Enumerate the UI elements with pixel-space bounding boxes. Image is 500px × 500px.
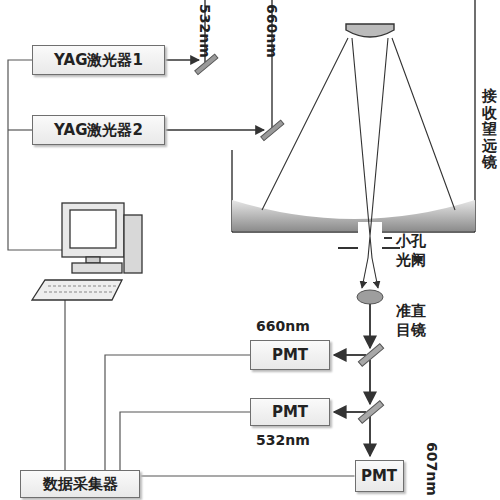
part-label: 准直目镜 [396, 302, 428, 340]
process-box: YAG激光器2 [32, 115, 165, 145]
part-label: 小孔光阑 [396, 232, 428, 270]
process-box: PMT [355, 460, 404, 492]
box-label: YAG激光器1 [54, 51, 143, 70]
telescope [232, 0, 475, 258]
process-box: PMT [250, 340, 330, 370]
box-label: PMT [272, 403, 308, 421]
signal-wire [120, 412, 250, 470]
box-label: PMT [361, 467, 397, 485]
wavelength-label: 660nm [256, 318, 310, 334]
signal-wire [105, 355, 250, 470]
laser-beam [165, 0, 272, 130]
converging-ray [362, 258, 378, 288]
beam-splitter [358, 344, 383, 424]
eyepiece-lens [357, 290, 383, 304]
wavelength-label: 607nm [424, 442, 440, 496]
box-label: 数据采集器 [43, 475, 118, 494]
wavelength-label: 660nm [264, 4, 280, 58]
wavelength-label: 532nm [256, 432, 310, 448]
part-label: 接收望远镜 [482, 88, 497, 171]
box-label: YAG激光器2 [54, 121, 143, 140]
detection-beam [334, 304, 370, 456]
computer-icon [32, 203, 142, 300]
wavelength-label: 532nm [197, 4, 213, 58]
process-box: 数据采集器 [20, 470, 140, 498]
steering-mirror [195, 54, 284, 141]
process-box: PMT [250, 398, 330, 426]
process-box: YAG激光器1 [32, 45, 165, 75]
box-label: PMT [272, 346, 308, 364]
signal-wire [140, 475, 355, 476]
pinhole-stop [338, 238, 400, 248]
